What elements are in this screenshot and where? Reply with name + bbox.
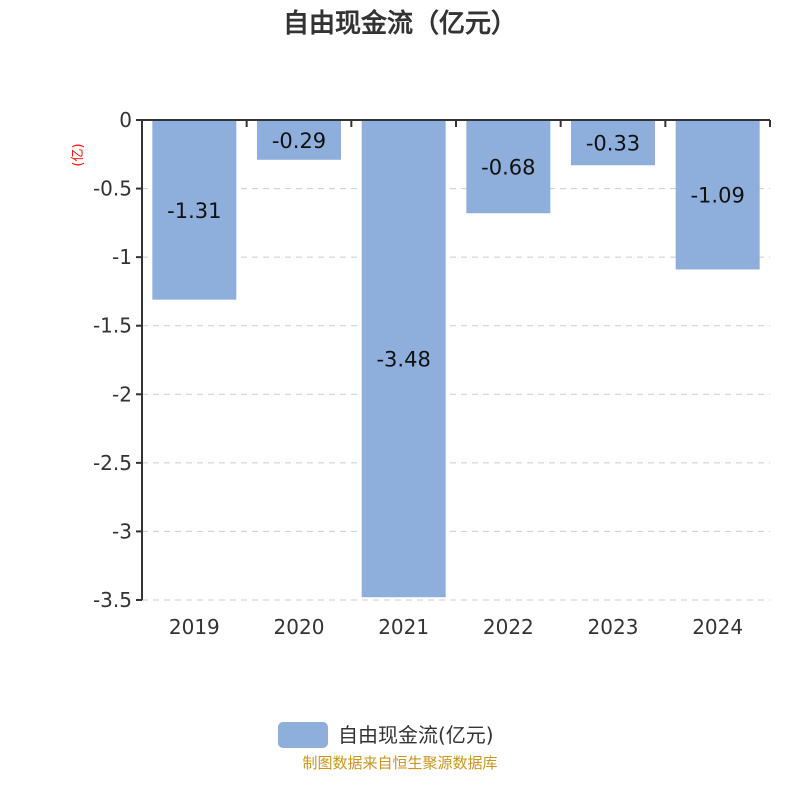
legend[interactable]: 自由现金流(亿元): [278, 722, 494, 748]
data-label: -3.48: [376, 348, 430, 372]
x-tick-label: 2020: [274, 615, 325, 639]
legend-swatch: [278, 722, 328, 748]
chart-title: 自由现金流（亿元）: [283, 8, 517, 39]
y-tick-label: -3.5: [93, 588, 132, 612]
y-tick-label: -2: [112, 382, 132, 406]
bar-2023: [571, 120, 655, 166]
data-label: -0.29: [272, 129, 326, 153]
y-tick-label: -3: [112, 519, 132, 543]
x-tick-label: 2021: [378, 615, 429, 639]
y-tick-label: -1.5: [93, 314, 132, 338]
data-label: -1.09: [690, 184, 744, 208]
y-tick-label: 0: [119, 108, 132, 132]
x-tick-label: 2024: [692, 615, 743, 639]
legend-label: 自由现金流(亿元): [338, 723, 494, 747]
y-tick-label: -0.5: [93, 177, 132, 201]
data-label: -1.31: [167, 199, 221, 223]
x-tick-label: 2023: [588, 615, 639, 639]
bar-2019: [152, 120, 237, 300]
footer-source: 制图数据来自恒生聚源数据库: [302, 754, 497, 772]
bar-2021: [361, 120, 446, 598]
bar-2022: [466, 120, 551, 214]
bar-2020: [257, 120, 341, 160]
y-tick-label: -2.5: [93, 451, 132, 475]
y-tick-label: -1: [112, 245, 132, 269]
x-tick-label: 2022: [483, 615, 534, 639]
x-tick-label: 2019: [169, 615, 220, 639]
data-label: -0.68: [481, 156, 535, 180]
bar-2024: [675, 120, 760, 270]
y-unit-label: (亿): [71, 143, 86, 166]
data-label: -0.33: [586, 132, 640, 156]
